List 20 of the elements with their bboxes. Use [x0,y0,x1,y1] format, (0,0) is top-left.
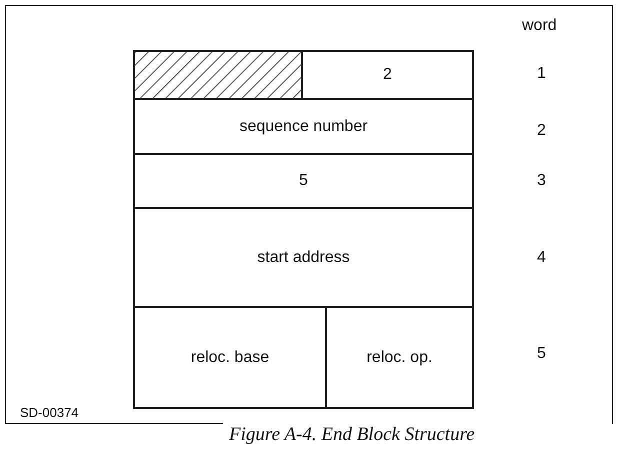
field-value: 2 [383,66,392,84]
field-value: 5 [299,172,308,190]
word-number: 3 [537,172,546,190]
field-box [133,98,474,155]
field-name: sequence number [239,118,368,136]
field-box [133,153,474,209]
field-box [301,50,474,100]
drawing-number: SD-00374 [20,405,79,420]
field-box [133,207,474,308]
word-number: 2 [537,122,546,140]
word-number: 4 [537,249,546,267]
field-box [325,306,474,409]
field-box [133,306,327,409]
word-number: 1 [537,65,546,83]
word-number: 5 [537,345,546,363]
hatched-block [133,50,303,100]
column-heading: word [522,17,557,35]
field-name: reloc. base [190,348,270,366]
field-name: reloc. op. [366,348,432,366]
field-name: start address [257,248,350,266]
